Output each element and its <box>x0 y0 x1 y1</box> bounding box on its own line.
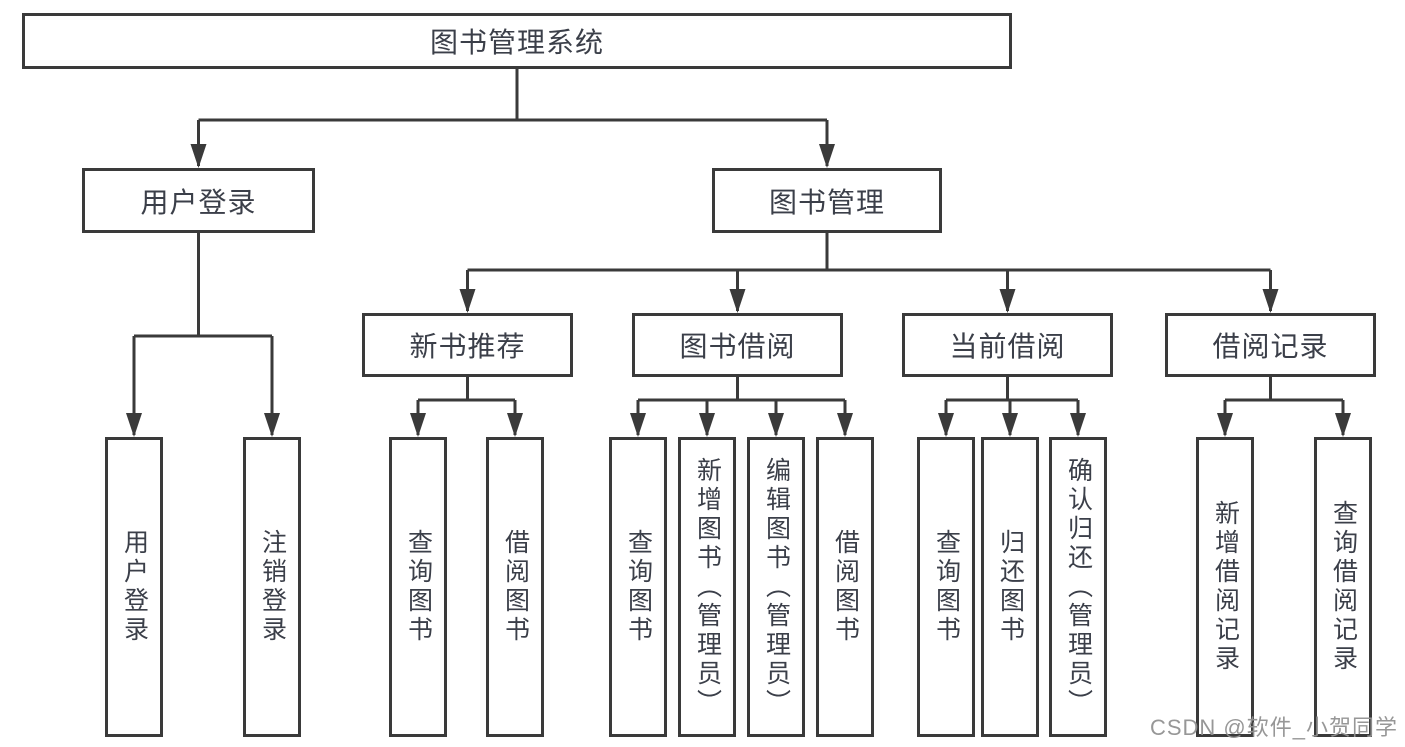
leaf-records-query-record: 查询借阅记录 <box>1314 437 1372 737</box>
node-current-borrow: 当前借阅 <box>902 313 1113 377</box>
leaf-newbooks-query-books: 查询图书 <box>389 437 447 737</box>
node-new-book-recommend: 新书推荐 <box>362 313 573 377</box>
node-book-borrow: 图书借阅 <box>632 313 843 377</box>
leaf-user-login-label: 用户登录 <box>120 529 149 645</box>
leaf-logout-label: 注销登录 <box>258 529 287 645</box>
node-book-management: 图书管理 <box>712 168 942 233</box>
leaf-newbooks-query-books-label: 查询图书 <box>404 529 433 645</box>
leaf-current-confirm-return-admin: 确认归还（管理员） <box>1049 437 1107 737</box>
leaf-logout: 注销登录 <box>243 437 301 737</box>
leaf-borrow-add-books-admin-label: 新增图书（管理员） <box>693 456 722 718</box>
leaf-borrow-add-books-admin: 新增图书（管理员） <box>678 437 736 737</box>
leaf-current-query-books: 查询图书 <box>917 437 975 737</box>
leaf-current-return-books-label: 归还图书 <box>996 529 1025 645</box>
csdn-watermark: CSDN @软件_小贺同学 <box>1149 715 1398 740</box>
leaf-borrow-query-books-label: 查询图书 <box>624 529 653 645</box>
leaf-records-add-record: 新增借阅记录 <box>1196 437 1254 737</box>
leaf-user-login: 用户登录 <box>105 437 163 737</box>
leaf-current-return-books: 归还图书 <box>981 437 1039 737</box>
node-borrow-records: 借阅记录 <box>1165 313 1376 377</box>
leaf-borrow-query-books: 查询图书 <box>609 437 667 737</box>
leaf-borrow-borrow-books: 借阅图书 <box>816 437 874 737</box>
connector-arrowheads <box>126 144 1351 437</box>
leaf-borrow-borrow-books-label: 借阅图书 <box>831 529 860 645</box>
leaf-records-add-record-label: 新增借阅记录 <box>1211 500 1240 674</box>
leaf-newbooks-borrow-books: 借阅图书 <box>486 437 544 737</box>
leaf-current-confirm-return-admin-label: 确认归还（管理员） <box>1064 456 1093 718</box>
connector-paths <box>132 69 1345 435</box>
leaf-borrow-edit-books-admin-label: 编辑图书（管理员） <box>762 456 791 718</box>
leaf-records-query-record-label: 查询借阅记录 <box>1329 500 1358 674</box>
leaf-newbooks-borrow-books-label: 借阅图书 <box>501 529 530 645</box>
leaf-borrow-edit-books-admin: 编辑图书（管理员） <box>747 437 805 737</box>
leaf-current-query-books-label: 查询图书 <box>932 529 961 645</box>
node-library-system-root: 图书管理系统 <box>22 13 1012 69</box>
node-user-login: 用户登录 <box>82 168 315 233</box>
